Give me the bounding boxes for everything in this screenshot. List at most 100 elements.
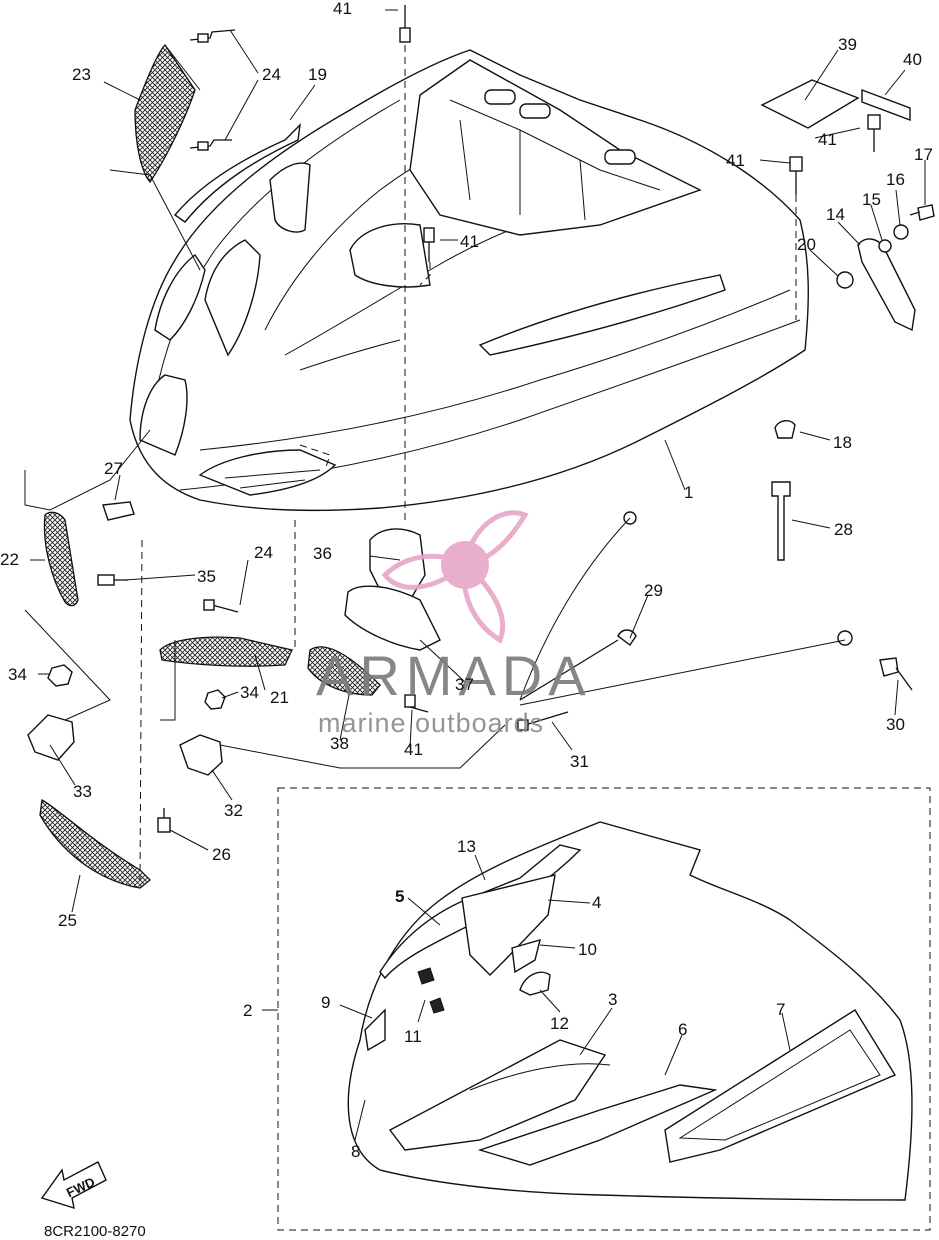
callout-19: 19 [308, 65, 327, 84]
part-16-nut [893, 224, 909, 240]
callout-2: 2 [243, 1001, 252, 1020]
part-41-screw-mid [423, 227, 435, 262]
part-31-bolt [517, 711, 569, 731]
callout-34a: 34 [8, 665, 27, 684]
part-19-trim-strip [173, 123, 301, 223]
part-33-bracket [27, 714, 75, 761]
decal-cover-outline [347, 821, 913, 1201]
callout-10: 10 [578, 940, 597, 959]
part-27-clip [102, 501, 135, 521]
callout-numbers: 1 2 3 4 5 6 7 8 9 10 11 12 13 14 15 16 1… [0, 0, 933, 1161]
part-22-side-grille [43, 511, 79, 607]
callout-41c: 41 [818, 130, 837, 149]
callout-9: 9 [321, 993, 330, 1012]
callout-7: 7 [776, 1000, 785, 1019]
part-41-screw-right-a [867, 114, 881, 152]
part-29-wire [519, 639, 619, 701]
callout-28: 28 [834, 520, 853, 539]
part-14-latch-lever [857, 238, 916, 332]
callout-24b: 24 [254, 543, 273, 562]
callout-14: 14 [826, 205, 845, 224]
part-20-grommet [836, 271, 854, 289]
callout-38: 38 [330, 734, 349, 753]
diagram-code: 8CR2100-8270 [44, 1223, 146, 1240]
part-38-mesh-insert [307, 646, 381, 696]
part-37-duct-lower [344, 585, 441, 651]
callout-1: 1 [684, 483, 693, 502]
decal-set-box [277, 787, 931, 1231]
fwd-arrow: FWD [40, 1161, 107, 1210]
callout-6: 6 [678, 1020, 687, 1039]
callout-4: 4 [592, 893, 601, 912]
callout-32: 32 [224, 801, 243, 820]
leader-23 [109, 169, 201, 271]
callout-8: 8 [351, 1142, 360, 1161]
callout-41d: 41 [726, 151, 745, 170]
part-26-rivet [157, 808, 171, 833]
part-23-mesh-grille [134, 43, 201, 184]
watermark-brand: ARMADA [316, 644, 592, 707]
callout-26: 26 [212, 845, 231, 864]
part-41-screw-top [399, 5, 411, 43]
part-41-screw-right-b [789, 156, 803, 195]
callout-20: 20 [797, 235, 816, 254]
rivet-24-top [189, 29, 236, 151]
callout-13: 13 [457, 837, 476, 856]
callout-18: 18 [833, 433, 852, 452]
callout-21: 21 [270, 688, 289, 707]
part-35-screw [97, 574, 128, 586]
part-15-washer [878, 239, 892, 253]
callout-3: 3 [608, 990, 617, 1009]
callout-16: 16 [886, 170, 905, 189]
part-32-bracket [179, 734, 223, 776]
armada-propeller-logo [381, 510, 529, 644]
part-28-cable-tie [771, 481, 791, 561]
leader-41-mid [419, 262, 431, 286]
part-34-nut-left [47, 664, 73, 687]
leader-30 [519, 639, 846, 706]
callout-31: 31 [570, 752, 589, 771]
engine-cover-top [129, 49, 809, 512]
callout-36: 36 [313, 544, 332, 563]
part-39-plate [760, 79, 860, 129]
callout-23: 23 [72, 65, 91, 84]
rivet-24-mid [203, 599, 239, 613]
decal-callout-leaders [339, 854, 791, 1141]
part-18-clip [774, 420, 796, 439]
part-34-nut-mid [204, 689, 226, 710]
leader-32 [219, 724, 506, 769]
callout-37: 37 [455, 675, 474, 694]
callout-leaders [30, 9, 926, 913]
callout-33: 33 [73, 782, 92, 801]
part-25-lower-grille [39, 798, 151, 889]
callout-11: 11 [404, 1027, 422, 1046]
callout-34b: 34 [240, 683, 259, 702]
callout-15: 15 [862, 190, 881, 209]
callout-35: 35 [197, 567, 216, 586]
callout-12: 12 [550, 1014, 569, 1033]
part-30-fitting [837, 630, 913, 691]
watermark-tagline: marine outboards [318, 708, 544, 738]
callout-27: 27 [104, 459, 123, 478]
callout-22: 22 [0, 550, 19, 569]
callout-41a: 41 [333, 0, 352, 18]
part-29-connector [617, 629, 637, 647]
callout-30: 30 [886, 715, 905, 734]
part-40-bracket [861, 88, 911, 122]
leader-21 [160, 640, 176, 721]
armada-watermark: ARMADA marine outboards [316, 510, 592, 738]
callout-5: 5 [395, 887, 404, 906]
callout-25: 25 [58, 911, 77, 930]
leader-22 [24, 429, 151, 511]
part-21-front-grille [159, 636, 293, 667]
callout-39: 39 [838, 35, 857, 54]
leader-24-left [139, 539, 143, 881]
callout-41b: 41 [460, 232, 479, 251]
callout-17: 17 [914, 145, 933, 164]
part-17-bolt [909, 204, 935, 221]
leader-33 [24, 609, 111, 721]
callout-29: 29 [644, 581, 663, 600]
part-41-screw-lower [404, 694, 429, 713]
callout-40: 40 [903, 50, 922, 69]
